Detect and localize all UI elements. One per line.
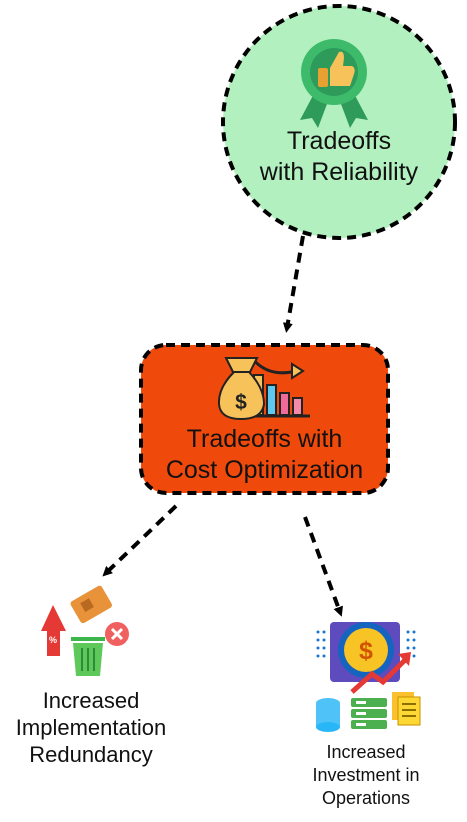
cost-node-shape[interactable] [139,343,390,495]
investment-label-line3: Operations [321,788,411,808]
award-thumbs-up-icon [300,39,368,128]
redundancy-icon: % [41,585,129,676]
reliability-node-shape[interactable] [221,4,457,240]
svg-text:$: $ [359,637,373,665]
cost-label: Tradeoffs with Cost Optimization [141,424,388,486]
cost-label-line1: Tradeoffs with [186,425,343,453]
redundancy-label: Increased Implementation Redundancy [0,687,182,768]
money-bag-chart-icon: $ [217,357,310,421]
investment-label-line2: Investment in [312,765,420,785]
investment-operations-icon: $ [316,622,421,732]
cost-label-line2: Cost Optimization [165,456,364,484]
edge-cost-to-investment [303,516,343,617]
svg-text:%: % [49,635,57,645]
reliability-label: Tradeoffs with Reliability [224,126,454,188]
edge-cost-to-redundancy [102,504,178,577]
reliability-label-line1: Tradeoffs [286,127,392,155]
edge-reliability-to-cost [282,235,305,333]
redundancy-label-line3: Redundancy [29,742,153,767]
svg-text:$: $ [235,391,247,414]
investment-label-line1: Increased [326,742,406,762]
redundancy-label-line2: Implementation [15,715,167,740]
investment-label: Increased Investment in Operations [290,741,442,810]
reliability-label-line2: with Reliability [259,158,419,186]
redundancy-label-line1: Increased [42,688,140,713]
